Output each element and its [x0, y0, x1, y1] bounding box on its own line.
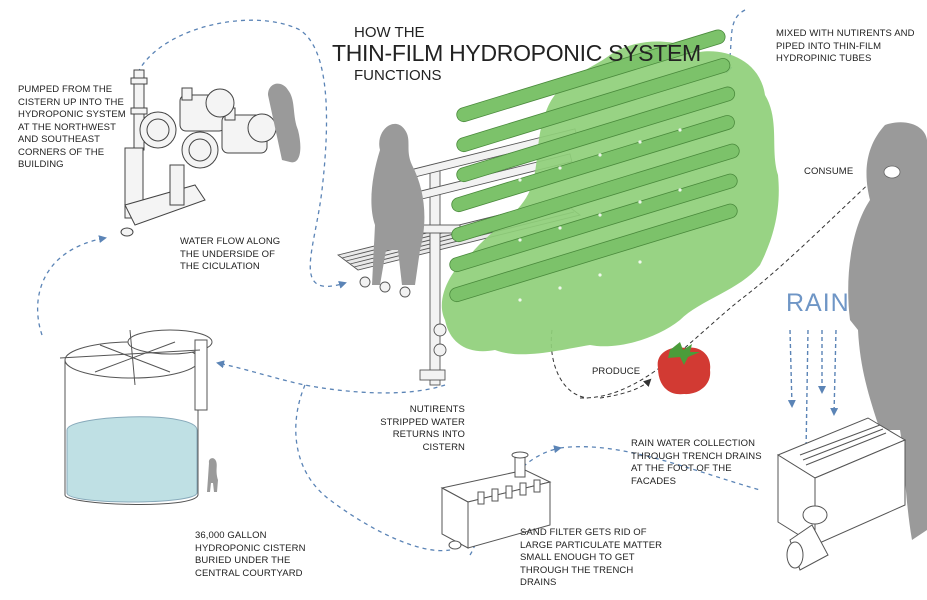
person-silhouette-small	[207, 458, 218, 492]
rain-arrows	[787, 329, 839, 454]
label-rain: RAIN	[786, 289, 850, 317]
person-silhouette-pump	[268, 83, 301, 163]
label-mixed: MIXED WITH NUTIRENTS AND PIPED INTO THIN…	[776, 28, 915, 64]
label-consume: CONSUME	[804, 166, 854, 177]
person-silhouette-rack	[371, 123, 425, 285]
flow-cistern-to-pump	[36, 235, 107, 336]
sand-filter	[440, 451, 552, 550]
flow-drain-loop	[559, 446, 761, 491]
pump-assembly	[120, 69, 277, 237]
label-sand-filter: SAND FILTER GETS RID OF LARGE PARTICULAT…	[520, 527, 663, 588]
title-line-1: HOW THE	[354, 24, 425, 41]
title-line-3: FUNCTIONS	[354, 67, 442, 84]
flow-pump-top-loop	[134, 19, 347, 289]
label-pumped: PUMPED FROM THE CISTERN UP INTO THE HYDR…	[18, 84, 126, 170]
label-cistern: 36,000 GALLON HYDROPONIC CISTERN BURIED …	[195, 530, 306, 579]
label-rain-collection: RAIN WATER COLLECTION THROUGH TRENCH DRA…	[631, 438, 762, 487]
flow-cistern-bottom-loop	[295, 384, 451, 552]
flow-filter-to-drain	[469, 445, 562, 556]
trench-drain	[776, 417, 907, 571]
consumer-eye	[883, 165, 901, 179]
label-produce: PRODUCE	[592, 366, 641, 377]
label-nutrients-stripped: NUTIRENTS STRIPPED WATER RETURNS INTO CI…	[380, 404, 465, 453]
flow-return-to-cistern	[216, 360, 446, 394]
label-water-flow: WATER FLOW ALONG THE UNDERSIDE OF THE CI…	[180, 236, 281, 272]
page-title: THIN-FILM HYDROPONIC SYSTEM	[332, 40, 701, 66]
cistern-tank	[59, 329, 213, 505]
hydroponic-tubes	[449, 29, 740, 303]
person-silhouette-consumer	[848, 122, 927, 540]
tomato-produce	[657, 342, 711, 395]
